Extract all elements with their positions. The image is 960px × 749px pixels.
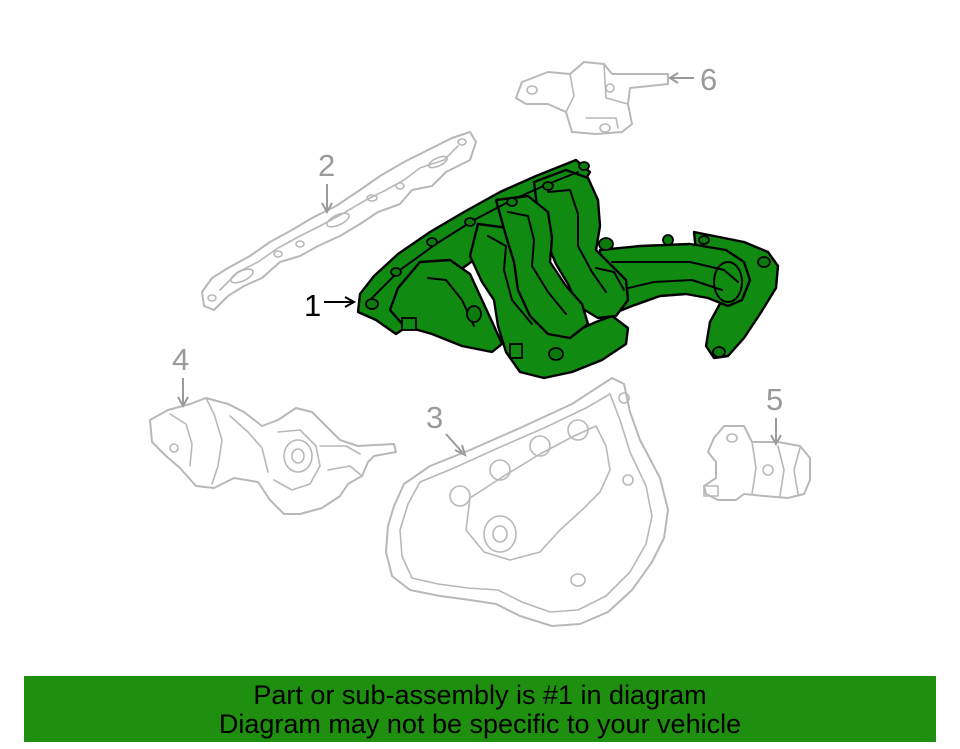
callout-4: 4 (172, 342, 189, 409)
banner-line-disclaimer: Diagram may not be specific to your vehi… (218, 709, 742, 739)
part-4-heat-shield[interactable] (149, 397, 397, 515)
callout-2-number: 2 (318, 148, 335, 183)
callout-5-number: 5 (766, 382, 783, 417)
callout-1-number: 1 (304, 288, 321, 323)
parts-diagram: 6 2 (149, 61, 811, 627)
callout-1: 1 (304, 288, 357, 323)
info-banner: Part or sub-assembly is #1 in diagram Di… (24, 676, 936, 742)
part-1-exhaust-manifold[interactable] (356, 158, 780, 380)
part-3-heat-shield[interactable] (385, 377, 669, 627)
callout-2: 2 (318, 148, 335, 215)
callout-3: 3 (426, 400, 467, 457)
banner-line-part-info: Part or sub-assembly is #1 in diagram (253, 680, 707, 710)
part-2-gasket[interactable] (201, 131, 477, 311)
callout-6: 6 (668, 62, 717, 97)
callout-6-number: 6 (700, 62, 717, 97)
callout-4-number: 4 (172, 342, 189, 377)
callout-3-number: 3 (426, 400, 443, 435)
part-6-bracket[interactable] (515, 61, 669, 135)
part-5-sensor[interactable] (703, 425, 811, 501)
callout-5: 5 (766, 382, 783, 447)
